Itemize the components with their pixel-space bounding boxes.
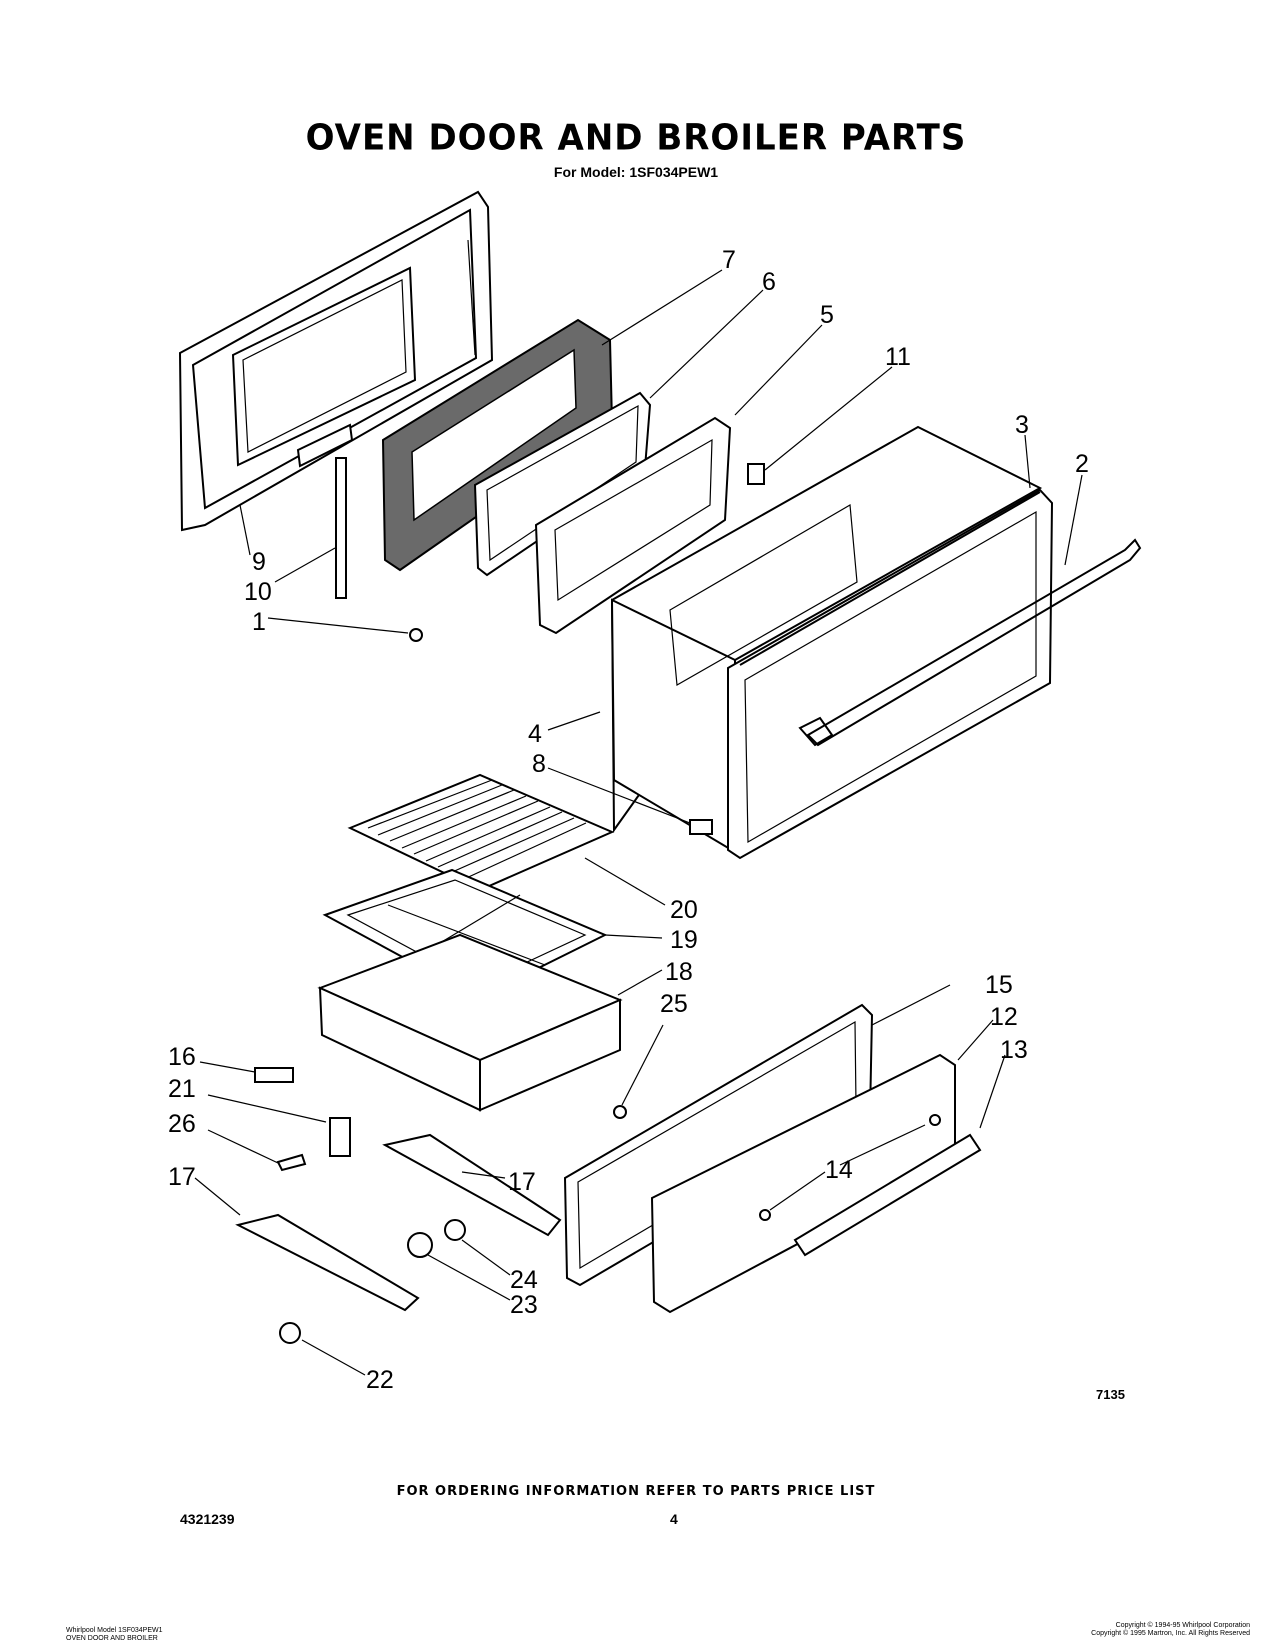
glass-frame xyxy=(534,416,732,635)
corner-right-line-1: Copyright © 1994-95 Whirlpool Corporatio… xyxy=(1115,1622,1250,1629)
callout-5: 5 xyxy=(820,301,834,329)
callout-25: 25 xyxy=(660,990,688,1018)
callout-14: 14 xyxy=(825,1156,853,1184)
callout-20: 20 xyxy=(670,896,698,924)
drawer-rail-lower xyxy=(235,1213,420,1312)
callout-8: 8 xyxy=(532,750,546,778)
document-number: 4321239 xyxy=(180,1511,235,1527)
drawer-rail-upper xyxy=(382,1133,562,1237)
callout-18: 18 xyxy=(665,958,693,986)
door-handle xyxy=(798,538,1142,747)
callout-23: 23 xyxy=(510,1291,538,1319)
callout-12: 12 xyxy=(990,1003,1018,1031)
callout-3: 3 xyxy=(1015,411,1029,439)
broiler-grid xyxy=(347,773,615,892)
door-gasket xyxy=(381,318,614,572)
callout-7: 7 xyxy=(722,246,736,274)
figure-code: 7135 xyxy=(1096,1387,1125,1402)
corner-note-left: Whirlpool Model 1SF034PEW1 OVEN DOOR AND… xyxy=(66,1627,163,1643)
callout-13: 13 xyxy=(1000,1036,1028,1064)
drawer-trim xyxy=(793,1133,982,1257)
outer-door-frame xyxy=(727,488,1054,860)
clip-part xyxy=(747,463,765,485)
page-number: 4 xyxy=(670,1511,678,1527)
ordering-note: FOR ORDERING INFORMATION REFER TO PARTS … xyxy=(396,1484,876,1499)
callout-4: 4 xyxy=(528,720,542,748)
corner-left-line-1: Whirlpool Model 1SF034PEW1 xyxy=(66,1627,163,1634)
callout-1: 1 xyxy=(252,608,266,636)
callout-22: 22 xyxy=(366,1366,394,1394)
inner-door-panel xyxy=(178,190,494,532)
callout-17-upper: 17 xyxy=(508,1168,536,1196)
callout-19: 19 xyxy=(670,926,698,954)
roller-large-part xyxy=(407,1232,433,1258)
screw-part-b xyxy=(759,1209,771,1221)
broiler-drawer xyxy=(317,933,623,1112)
callout-2: 2 xyxy=(1075,450,1089,478)
callout-17-lower: 17 xyxy=(168,1163,196,1191)
callout-15: 15 xyxy=(985,971,1013,999)
callout-24: 24 xyxy=(510,1266,538,1294)
callout-21: 21 xyxy=(168,1075,196,1103)
washer-part xyxy=(613,1105,627,1119)
roller-small-part xyxy=(444,1219,466,1241)
corner-left-line-2: OVEN DOOR AND BROILER xyxy=(66,1635,158,1642)
callout-11: 11 xyxy=(885,343,911,371)
callout-9: 9 xyxy=(252,548,266,576)
corner-right-line-2: Copyright © 1995 Martron, Inc. All Right… xyxy=(1091,1630,1250,1637)
roller-part xyxy=(279,1322,301,1344)
hinge-bracket xyxy=(689,819,713,835)
callout-16: 16 xyxy=(168,1043,196,1071)
callout-10: 10 xyxy=(244,578,272,606)
latch-part xyxy=(329,1117,351,1157)
screw-part-a xyxy=(929,1114,941,1126)
model-subtitle: For Model: 1SF034PEW1 xyxy=(553,164,719,180)
bolt-part xyxy=(276,1153,307,1172)
leader-lines xyxy=(194,269,1083,1376)
hinge-strip xyxy=(335,457,347,599)
corner-note-right: Copyright © 1994-95 Whirlpool Corporatio… xyxy=(1091,1622,1250,1638)
screw-part xyxy=(409,628,423,642)
callout-6: 6 xyxy=(762,268,776,296)
broiler-element-clip xyxy=(254,1067,294,1083)
callout-26: 26 xyxy=(168,1110,196,1138)
page-title: OVEN DOOR AND BROILER PARTS xyxy=(305,117,967,159)
